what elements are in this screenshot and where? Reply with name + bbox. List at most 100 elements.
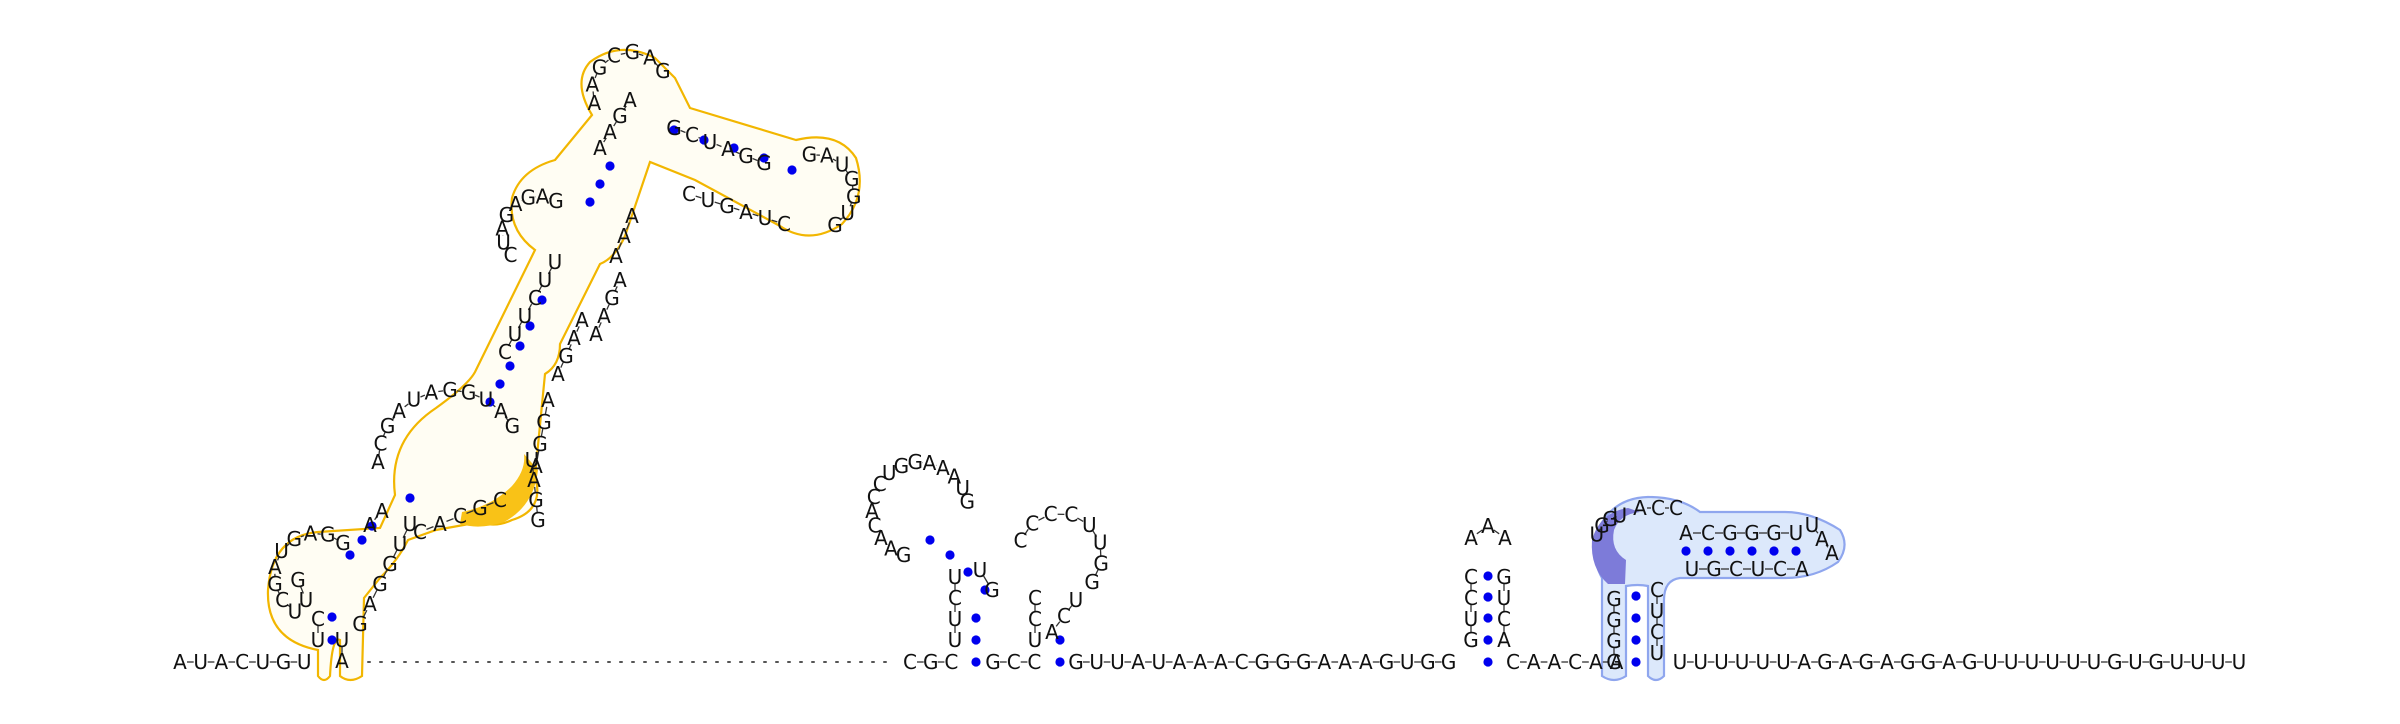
nucleotide: G <box>1921 650 1937 674</box>
nucleotide: G <box>756 151 772 175</box>
nucleotide: C <box>777 212 791 236</box>
nucleotide: A <box>1825 541 1839 565</box>
nucleotide: A <box>1359 650 1373 674</box>
nucleotide: C <box>607 44 621 68</box>
nucleotide: C <box>903 650 917 674</box>
nucleotide: G <box>1859 650 1875 674</box>
nucleotide: C <box>682 182 696 206</box>
nucleotide: U <box>2004 650 2019 674</box>
nucleotide: U <box>703 130 718 154</box>
base-pair-dot <box>595 179 604 188</box>
nucleotide: A <box>820 144 834 168</box>
nucleotide: A <box>1839 650 1853 674</box>
nucleotide: C <box>235 650 249 674</box>
base-pair-dot <box>1483 592 1492 601</box>
nucleotide: C <box>1464 565 1478 589</box>
nucleotide: U <box>948 565 963 589</box>
nucleotide: U <box>1612 503 1627 527</box>
nucleotide: A <box>392 399 406 423</box>
nucleotide: U <box>297 650 312 674</box>
nucleotide: U <box>701 188 716 212</box>
nucleotide: A <box>739 200 753 224</box>
nucleotide: G <box>1606 587 1622 611</box>
nucleotide: G <box>1255 650 1271 674</box>
nucleotide: U <box>1089 650 1104 674</box>
nucleotide: G <box>472 496 488 520</box>
nucleotide: A <box>1589 650 1603 674</box>
nucleotide: G <box>1606 629 1622 653</box>
nucleotide: U <box>1151 650 1166 674</box>
nucleotide: C <box>1028 586 1042 610</box>
nucleotide: G <box>335 531 351 555</box>
nucleotide: A <box>1464 526 1478 550</box>
nucleotide: A <box>623 88 637 112</box>
base-pair-dot <box>585 197 594 206</box>
base-pair-dot <box>1483 613 1492 622</box>
nucleotide: A <box>1942 650 1956 674</box>
nucleotide: G <box>530 508 546 532</box>
nucleotide: G <box>320 523 336 547</box>
nucleotide: U <box>548 250 563 274</box>
base-pair-dot <box>945 550 954 559</box>
nucleotide: C <box>1064 503 1078 527</box>
nucleotide: A <box>1338 650 1352 674</box>
nucleotide: A <box>375 499 389 523</box>
base-pair-dot <box>1769 546 1778 555</box>
nucleotide: U <box>2169 650 2184 674</box>
nucleotide: G <box>896 543 912 567</box>
nucleotide: G <box>505 414 521 438</box>
nucleotide: U <box>2232 650 2247 674</box>
nucleotide: A <box>1797 650 1811 674</box>
nucleotide: U <box>1755 650 1770 674</box>
nucleotide: A <box>1318 650 1332 674</box>
nucleotide: C <box>1773 557 1787 581</box>
nucleotide: C <box>1044 502 1058 526</box>
nucleotide: G <box>442 378 458 402</box>
nucleotide: C <box>1057 604 1071 628</box>
base-pair-dot <box>1631 591 1640 600</box>
nucleotide: G <box>624 40 640 64</box>
base-pair-dot <box>495 379 504 388</box>
nucleotide: U <box>1789 521 1804 545</box>
nucleotide: G <box>1606 608 1622 632</box>
nucleotide: U <box>2190 650 2205 674</box>
nucleotide: U <box>1650 641 1665 665</box>
nucleotide: G <box>960 490 976 514</box>
nucleotide: U <box>948 607 963 631</box>
base-pair-dot <box>1631 657 1640 666</box>
base-pair-dot <box>1703 546 1712 555</box>
nucleotide: U <box>2211 650 2226 674</box>
nucleotide: C <box>1007 650 1021 674</box>
nucleotide: G <box>1420 650 1436 674</box>
nucleotide: G <box>1900 650 1916 674</box>
nucleotide: G <box>1744 521 1760 545</box>
base-pair-dot <box>971 657 980 666</box>
nucleotide: C <box>1729 557 1743 581</box>
nucleotide: G <box>1817 650 1833 674</box>
nucleotide: U <box>2066 650 2081 674</box>
nucleotide: G <box>536 410 552 434</box>
nucleotide: G <box>1379 650 1395 674</box>
nucleotide: G <box>2148 650 2164 674</box>
nucleotide: U <box>2128 650 2143 674</box>
nucleotide: U <box>1735 650 1750 674</box>
nucleotide: G <box>548 189 564 213</box>
nucleotide: A <box>1045 620 1059 644</box>
nucleotide: G <box>827 213 843 237</box>
nucleotide: G <box>738 144 754 168</box>
nucleotide: C <box>944 650 958 674</box>
base-pair-dot <box>1747 546 1756 555</box>
base-pair-dot <box>405 493 414 502</box>
nucleotide: A <box>1173 650 1187 674</box>
base-pair-dot <box>1483 571 1492 580</box>
nucleotide: U <box>2025 650 2040 674</box>
nucleotide: G <box>802 143 818 167</box>
nucleotide: U <box>1400 650 1415 674</box>
nucleotide: U <box>948 628 963 652</box>
base-pair-dot <box>963 567 972 576</box>
nucleotide: A <box>1131 650 1145 674</box>
nucleotide: C <box>453 504 467 528</box>
nucleotide: A <box>1498 526 1512 550</box>
base-pair-dot <box>1681 546 1690 555</box>
nucleotide: G <box>1962 650 1978 674</box>
